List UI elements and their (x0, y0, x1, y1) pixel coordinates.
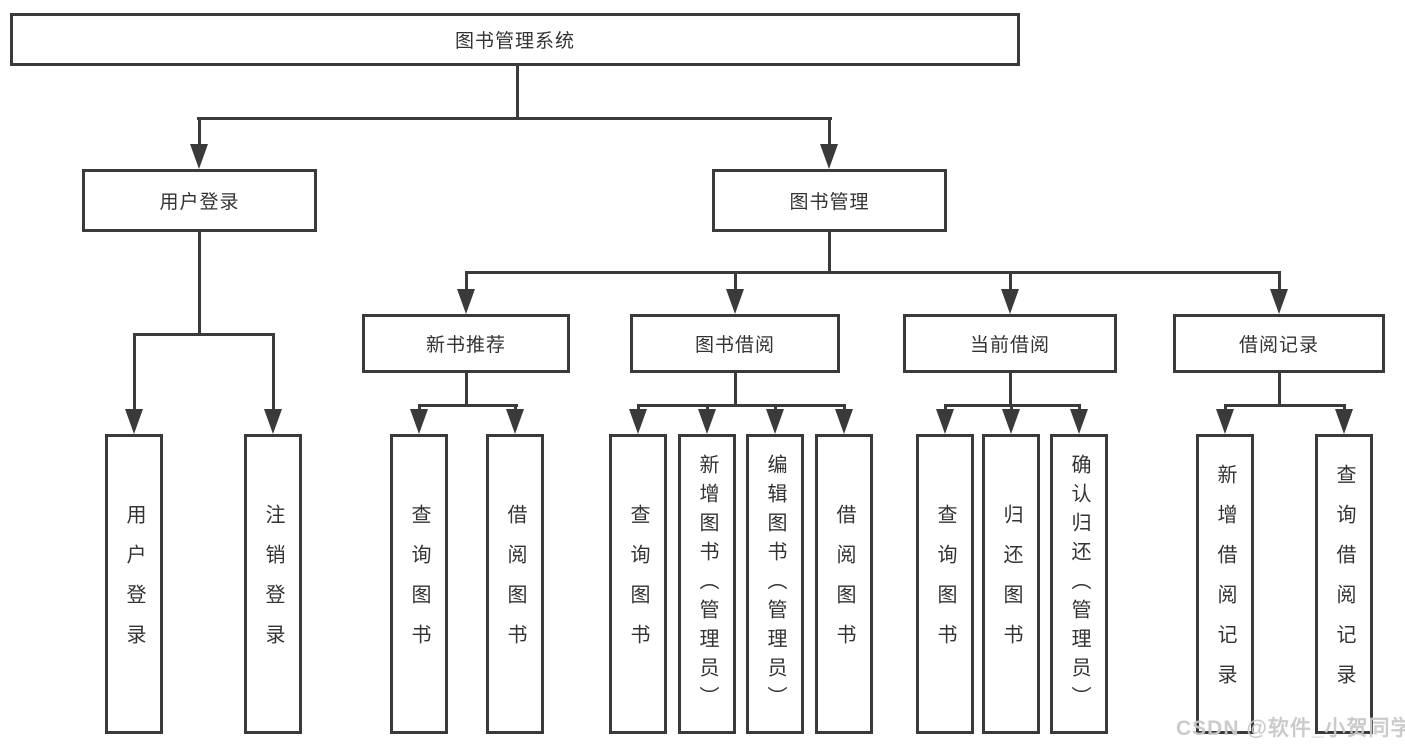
node-new-book-recommend: 新书推荐 (362, 314, 570, 373)
connector-level1-branch (197, 117, 832, 120)
leaf-user-login: 用户登录 (105, 434, 163, 734)
node-user-login: 用户登录 (82, 169, 317, 232)
connector-drop-nb-borrow (514, 404, 517, 412)
arrow-down-leaf-logout (264, 409, 282, 434)
connector-user-login-branch (133, 333, 275, 336)
connector-drop-nb-query (418, 404, 421, 412)
leaf-cb-return-books-label: 归还图书 (1000, 504, 1022, 664)
node-borrowing-records-label: 借阅记录 (1238, 335, 1319, 356)
connector-drop-br-add (1224, 404, 1227, 412)
connector-drop-bb-edit (774, 404, 777, 412)
connector-user-login-stub (198, 231, 201, 335)
arrow-down-borrowing-records (1270, 289, 1288, 314)
node-current-borrowing: 当前借阅 (903, 314, 1117, 373)
connector-drop-book-management (828, 117, 831, 147)
connector-level3-branch (465, 271, 1281, 274)
connector-nb-branch (418, 404, 518, 407)
connector-drop-cb-confirm (1078, 404, 1081, 412)
connector-drop-user-login (198, 117, 201, 147)
node-current-borrowing-label: 当前借阅 (969, 335, 1050, 356)
arrow-down-bb-borrow (835, 409, 853, 434)
arrow-down-bb-add (698, 409, 716, 434)
leaf-bb-borrow-books: 借阅图书 (815, 434, 873, 734)
leaf-br-query-record-label: 查询借阅记录 (1333, 464, 1355, 704)
connector-drop-leaf-user-login (133, 333, 136, 411)
connector-drop-current-borrowing (1009, 271, 1012, 291)
leaf-logout-label: 注销登录 (262, 504, 284, 664)
connector-cb-stub (1009, 372, 1012, 406)
node-book-borrowing-label: 图书借阅 (694, 335, 775, 356)
node-book-management: 图书管理 (712, 169, 947, 232)
leaf-bb-edit-books-admin-label: 编辑图书（管理员） (764, 453, 786, 715)
arrow-down-new-book-recommend (457, 289, 475, 314)
leaf-bb-query-books: 查询图书 (609, 434, 667, 734)
arrow-down-nb-borrow (506, 409, 524, 434)
arrow-down-leaf-user-login (125, 409, 143, 434)
node-root-label: 图书管理系统 (454, 31, 575, 52)
connector-bb-stub (734, 372, 737, 406)
arrow-down-bb-edit (766, 409, 784, 434)
leaf-bb-add-books-admin-label: 新增图书（管理员） (696, 453, 718, 715)
leaf-cb-return-books: 归还图书 (982, 434, 1040, 734)
arrow-down-cb-query (936, 409, 954, 434)
connector-drop-bb-borrow (843, 404, 846, 412)
connector-drop-borrowing-records (1278, 271, 1281, 291)
arrow-down-current-borrowing (1001, 289, 1019, 314)
arrow-down-br-add (1216, 409, 1234, 434)
node-book-management-label: 图书管理 (789, 192, 870, 213)
node-borrowing-records: 借阅记录 (1173, 314, 1385, 373)
leaf-cb-confirm-return-admin-label: 确认归还（管理员） (1068, 453, 1090, 715)
connector-drop-bb-add (706, 404, 709, 412)
node-user-login-label: 用户登录 (159, 192, 240, 213)
arrow-down-cb-confirm (1070, 409, 1088, 434)
arrow-down-user-login (190, 144, 208, 169)
arrow-down-bb-query (629, 409, 647, 434)
connector-drop-br-query (1343, 404, 1346, 412)
leaf-user-login-label: 用户登录 (123, 504, 145, 664)
connector-drop-cb-return (1010, 404, 1013, 412)
leaf-nb-query-books: 查询图书 (390, 434, 448, 734)
arrow-down-book-management (820, 144, 838, 169)
connector-drop-bb-query (637, 404, 640, 412)
node-book-borrowing: 图书借阅 (630, 314, 840, 373)
leaf-bb-edit-books-admin: 编辑图书（管理员） (746, 434, 804, 734)
arrow-down-nb-query (410, 409, 428, 434)
arrow-down-br-query (1335, 409, 1353, 434)
connector-br-stub (1278, 372, 1281, 406)
leaf-cb-query-books: 查询图书 (916, 434, 974, 734)
connector-drop-book-borrowing (734, 271, 737, 291)
connector-drop-new-book-recommend (465, 271, 468, 291)
leaf-cb-confirm-return-admin: 确认归还（管理员） (1050, 434, 1108, 734)
leaf-bb-add-books-admin: 新增图书（管理员） (678, 434, 736, 734)
leaf-nb-query-books-label: 查询图书 (408, 504, 430, 664)
connector-nb-stub (465, 372, 468, 406)
leaf-bb-borrow-books-label: 借阅图书 (833, 504, 855, 664)
leaf-logout: 注销登录 (244, 434, 302, 734)
connector-book-management-stub (828, 231, 831, 273)
leaf-nb-borrow-books-label: 借阅图书 (504, 504, 526, 664)
leaf-br-add-record-label: 新增借阅记录 (1214, 464, 1236, 704)
leaf-cb-query-books-label: 查询图书 (934, 504, 956, 664)
connector-drop-cb-query (944, 404, 947, 412)
arrow-down-book-borrowing (726, 289, 744, 314)
connector-br-branch (1224, 404, 1346, 407)
connector-drop-leaf-logout (272, 333, 275, 411)
leaf-br-query-record: 查询借阅记录 (1315, 434, 1373, 734)
node-new-book-recommend-label: 新书推荐 (425, 335, 506, 356)
leaf-bb-query-books-label: 查询图书 (627, 504, 649, 664)
connector-bb-branch (637, 404, 846, 407)
csdn-watermark: CSDN @软件_小贺同学 (1176, 717, 1405, 740)
arrow-down-cb-return (1002, 409, 1020, 434)
leaf-nb-borrow-books: 借阅图书 (486, 434, 544, 734)
node-root-library-system: 图书管理系统 (10, 13, 1020, 66)
connector-root-stub (516, 64, 519, 119)
leaf-br-add-record: 新增借阅记录 (1196, 434, 1254, 734)
